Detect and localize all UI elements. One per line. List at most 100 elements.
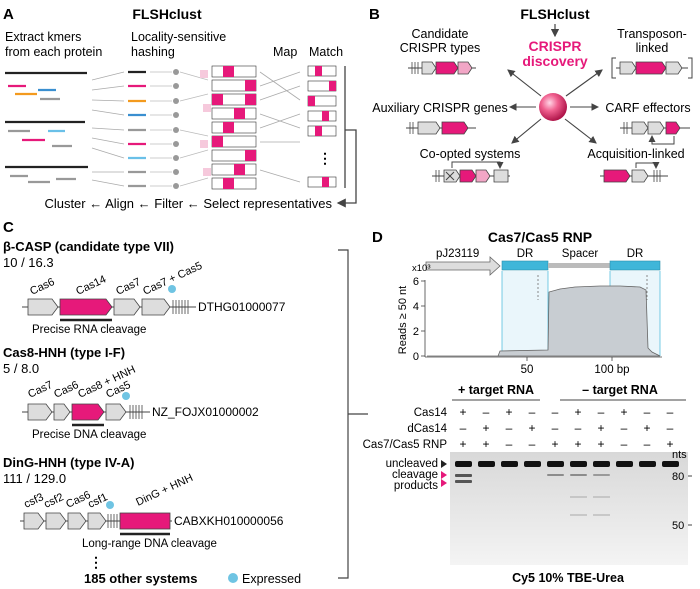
crispr-discovery-sphere — [539, 93, 567, 121]
b-center-line1: CRISPR — [529, 38, 582, 54]
lane-mark: – — [667, 421, 674, 435]
locus-carf — [620, 121, 690, 145]
b-node-carf: CARF effectors — [605, 101, 690, 115]
lane-mark: + — [459, 437, 466, 451]
gel-label-uncleaved: uncleaved — [386, 458, 438, 470]
hash-signature-filled-cells — [212, 66, 256, 189]
d-label-promoter: pJ23119 — [436, 248, 479, 260]
c3-note: Long-range DNA cleavage — [82, 538, 217, 550]
c1-gene-3: Cas7 — [114, 276, 142, 298]
lane-mark: + — [574, 405, 581, 419]
lane-mark: + — [620, 405, 627, 419]
c-other-systems: 185 other systems — [84, 571, 197, 586]
map-lines — [259, 71, 301, 183]
return-arrow — [336, 129, 357, 208]
panel-d-letter: D — [372, 229, 383, 246]
a-step-lsh-2: hashing — [131, 45, 175, 59]
lane-mark: – — [621, 437, 628, 451]
panel-b-title: FLSHclust — [520, 6, 590, 22]
d-xtick-50: 50 — [521, 364, 534, 376]
ladder-80: 80 — [672, 471, 684, 483]
match-filled-cells — [308, 66, 336, 187]
locus-coopted — [432, 161, 510, 183]
d-label-spacer: Spacer — [562, 248, 599, 260]
locus-auxiliary — [406, 121, 476, 135]
c1-gene-2: Cas14 — [74, 273, 108, 297]
d-ytick-6: 6 — [413, 276, 419, 288]
kmer-to-hash-arrows — [91, 71, 125, 187]
b-node-coopted: Co-opted systems — [420, 147, 521, 161]
promoter-arrow — [425, 256, 501, 276]
gel-label-cleavage: cleavage — [392, 469, 438, 481]
lane-mark: – — [552, 405, 559, 419]
c-system2-locus — [22, 392, 150, 427]
a-step-map: Map — [273, 45, 297, 59]
lane-mark: + — [551, 437, 558, 451]
c3-gene-2: csf2 — [42, 491, 65, 510]
dr-left-shade — [502, 271, 548, 356]
gel-image — [450, 452, 688, 565]
cleavage-arrowhead-1 — [441, 471, 447, 479]
c2-gene-1: Cas7 — [26, 379, 54, 401]
a-step-extract-1: Extract kmers — [5, 30, 81, 44]
c3-gene-5: DinG + HNH — [134, 472, 195, 509]
panel-c-letter: C — [3, 219, 14, 236]
expressed-marker — [168, 285, 176, 293]
gel-nts-label: nts — [672, 449, 687, 461]
panel-a: A FLSHclust Extract kmers from each prot… — [3, 6, 357, 211]
lane-mark: – — [621, 421, 628, 435]
lane-mark: + — [528, 421, 535, 435]
lane-mark: – — [506, 437, 513, 451]
c1-accession: DTHG01000077 — [198, 300, 286, 314]
legend-expressed-dot — [228, 573, 238, 583]
lane-mark: – — [483, 405, 490, 419]
panel-a-letter: A — [3, 6, 14, 23]
c-system3-locus — [20, 501, 172, 536]
c3-accession: CABXKH010000056 — [174, 514, 284, 528]
lane-mark: – — [552, 421, 559, 435]
panel-b-letter: B — [369, 6, 380, 23]
panel-b: B FLSHclust CRISPR discovery Candidate C… — [369, 6, 693, 183]
b-spokes — [507, 69, 603, 144]
lane-mark: – — [506, 421, 513, 435]
c2-accession: NZ_FOJX01000002 — [152, 405, 259, 419]
expressed-marker — [106, 501, 114, 509]
d-header-plus: + target RNA — [458, 383, 534, 397]
b-node-acquisition: Acquisition-linked — [587, 147, 684, 161]
c2-note: Precise DNA cleavage — [32, 429, 146, 441]
hash-faded-cells — [200, 70, 211, 176]
c-system1-locus — [22, 285, 196, 322]
lane-mark: + — [597, 437, 604, 451]
lane-mark: – — [644, 405, 651, 419]
c-system2-title: Cas8-HNH (type I-F) — [3, 345, 125, 360]
b-node-transposon-1: Transposon- — [617, 27, 687, 41]
hash-function-dots — [173, 69, 179, 189]
lane-mark: + — [597, 421, 604, 435]
d-label-dr1: DR — [517, 248, 534, 260]
lane-mark: + — [666, 437, 673, 451]
locus-candidate — [408, 61, 476, 75]
d-ylabel: Reads ≥ 50 nt — [397, 286, 409, 354]
lane-mark: – — [598, 405, 605, 419]
d-label-dr2: DR — [627, 248, 644, 260]
gel-bands-cleavage — [455, 474, 610, 483]
c-system1-title: β-CASP (candidate type VII) — [3, 239, 174, 254]
panel-a-title: FLSHclust — [132, 6, 202, 22]
legend-expressed-label: Expressed — [242, 572, 301, 586]
c-system3-title: DinG-HNH (type IV-A) — [3, 455, 134, 470]
c1-note: Precise RNA cleavage — [32, 324, 146, 336]
spacer-bar — [548, 263, 610, 268]
c-system1-count: 10 / 16.3 — [3, 255, 54, 270]
lane-mark: – — [460, 421, 467, 435]
c-system2-count: 5 / 8.0 — [3, 361, 39, 376]
lane-mark: – — [667, 405, 674, 419]
hash-kmer-column — [128, 70, 146, 188]
lane-mark: + — [643, 421, 650, 435]
d-scale: x10³ — [412, 263, 430, 274]
d-xtick-100: 100 bp — [594, 364, 629, 376]
c-more-dots: ⋮ — [89, 554, 103, 570]
match-more-dots: ⋮ — [318, 150, 332, 166]
dr-right — [609, 260, 661, 271]
hash-links — [150, 71, 209, 187]
